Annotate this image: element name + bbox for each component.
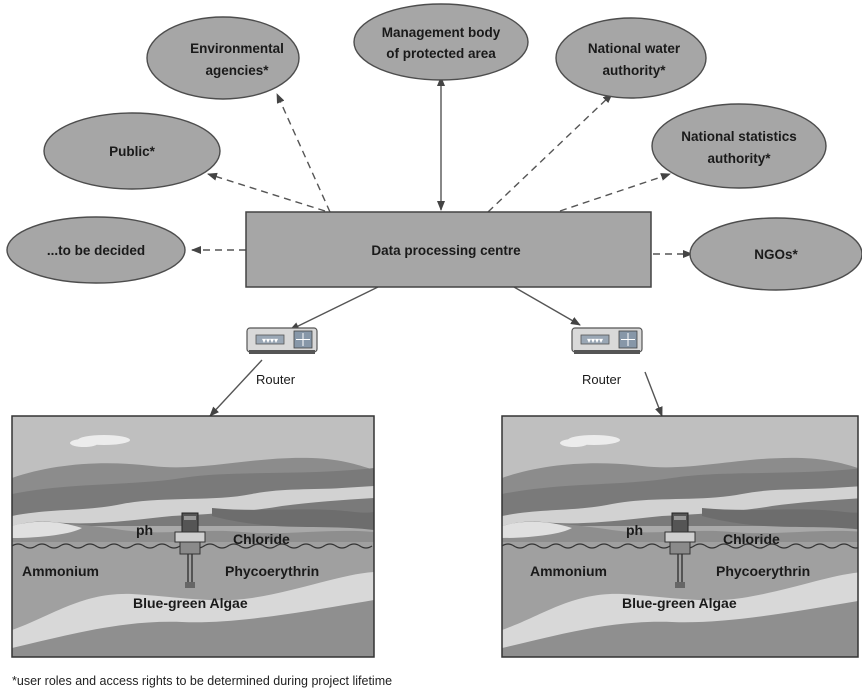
router-icon: ▾▾▾▾ — [246, 327, 318, 354]
scene-label-algae: Blue-green Algae — [133, 595, 248, 611]
scene-label-ammonium: Ammonium — [22, 563, 99, 579]
lake-scene-left: ph Chloride Ammonium Phycoerythrin Blue-… — [11, 415, 375, 658]
node-water: National water authority* — [555, 17, 707, 99]
node-management: Management body of protected area — [353, 3, 529, 81]
scene-label-chloride: Chloride — [233, 531, 290, 547]
node-public: Public* — [43, 112, 221, 190]
link-public — [207, 172, 326, 212]
router-right: ▾▾▾▾ Router — [571, 327, 643, 387]
scene-label-ph: ph — [626, 522, 643, 538]
node-label-line: National statistics — [681, 129, 797, 144]
link-scene-left — [209, 359, 263, 417]
node-label-line: of protected area — [386, 46, 496, 61]
link-statistics — [559, 173, 671, 212]
scene-label-algae: Blue-green Algae — [622, 595, 737, 611]
node-environmental: Environmental agencies* — [146, 16, 300, 100]
node-ngos: NGOs* — [689, 217, 862, 291]
connections — [191, 76, 693, 417]
node-label-line: Public* — [109, 144, 156, 159]
svg-text:▾▾▾▾: ▾▾▾▾ — [587, 336, 603, 345]
scene-label-phycoerythrin: Phycoerythrin — [716, 563, 810, 579]
link-router-left — [289, 286, 379, 331]
node-label-line: National water — [588, 41, 681, 56]
node-label-line: Environmental — [190, 41, 284, 56]
node-label-line: authority* — [602, 63, 666, 78]
node-label-line: NGOs* — [754, 247, 798, 262]
node-label-line: authority* — [707, 151, 771, 166]
footnote: *user roles and access rights to be dete… — [12, 674, 393, 688]
node-label-line: agencies* — [205, 63, 269, 78]
scene-label-phycoerythrin: Phycoerythrin — [225, 563, 319, 579]
link-water — [487, 93, 613, 213]
node-label-line: ...to be decided — [47, 243, 145, 258]
scene-label-chloride: Chloride — [723, 531, 780, 547]
svg-text:▾▾▾▾: ▾▾▾▾ — [262, 336, 278, 345]
router-label: Router — [256, 372, 296, 387]
router-left: ▾▾▾▾ Router — [246, 327, 318, 387]
link-router-right — [513, 286, 581, 326]
node-label-line: Management body — [382, 25, 501, 40]
link-environmental — [276, 93, 331, 213]
data-processing-centre: Data processing centre — [245, 211, 652, 288]
router-label: Router — [582, 372, 622, 387]
link-scene-right — [644, 371, 663, 417]
node-tbd: ...to be decided — [6, 216, 186, 284]
node-statistics: National statistics authority* — [651, 103, 827, 189]
router-icon: ▾▾▾▾ — [571, 327, 643, 354]
scene-label-ammonium: Ammonium — [530, 563, 607, 579]
lake-scene-right: ph Chloride Ammonium Phycoerythrin Blue-… — [501, 415, 859, 658]
centre-label: Data processing centre — [371, 243, 521, 258]
scene-label-ph: ph — [136, 522, 153, 538]
